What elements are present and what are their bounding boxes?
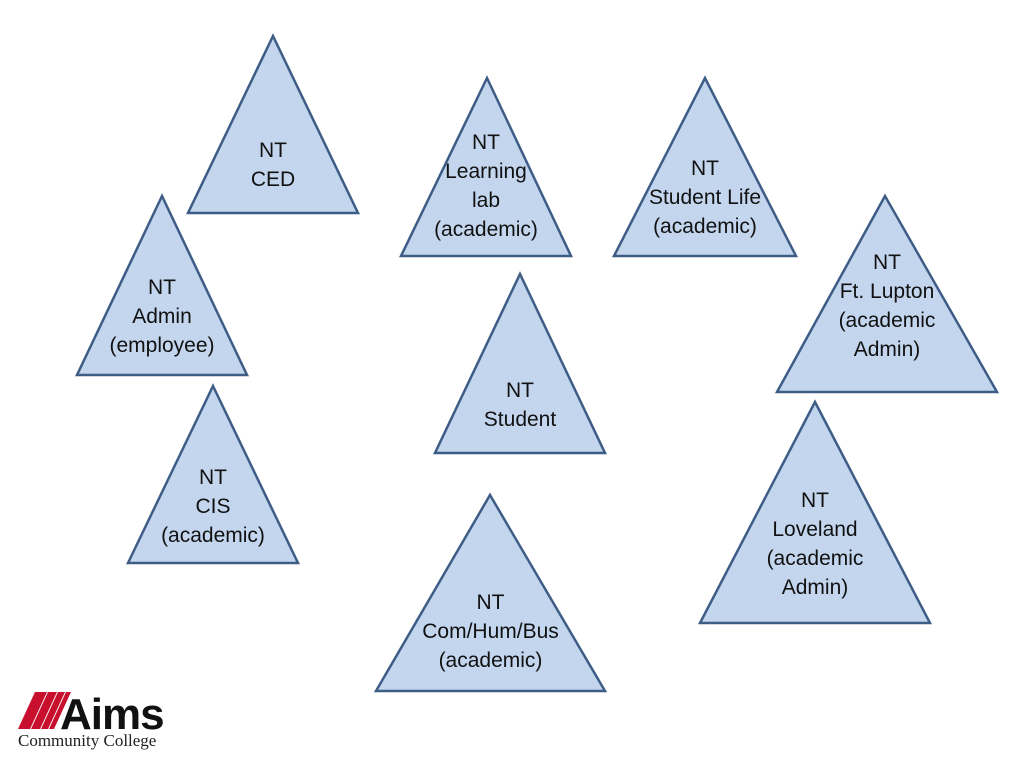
triangle-label-line: Student Life: [649, 186, 761, 209]
triangle-shape: [373, 492, 608, 693]
triangles-layer: NT CED NT Learning lab (academic) NT Student Li…: [75, 33, 1000, 693]
triangle-label-line: NT: [259, 139, 287, 162]
triangle-label-line: NT: [873, 251, 901, 274]
triangle-label-line: NT: [477, 591, 505, 614]
triangle-label-line: NT: [472, 131, 500, 154]
triangle-ced: NT CED: [186, 33, 360, 215]
triangle-admin: NT Admin (employee): [75, 193, 249, 377]
triangle-label-line: Admin: [132, 305, 192, 328]
triangle-label-line: NT: [691, 157, 719, 180]
triangle-label-line: NT: [506, 379, 534, 402]
triangle-label-line: NT: [199, 466, 227, 489]
triangle-label-line: (academic): [653, 215, 757, 238]
triangle-label-line: CIS: [195, 495, 230, 518]
triangle-shape: [697, 399, 933, 625]
triangle-label-line: lab: [472, 189, 500, 212]
triangle-shape: [611, 75, 799, 258]
triangle-com-hum-bus: NT Com/Hum/Bus (academic): [373, 492, 608, 693]
triangle-shape: [75, 193, 249, 377]
triangle-label-line: Com/Hum/Bus: [422, 620, 559, 643]
triangle-label-line: Student: [484, 408, 557, 431]
logo-wordmark: Aims: [60, 690, 164, 739]
triangle-label-line: NT: [801, 489, 829, 512]
aims-logo: Aims Community College: [18, 690, 165, 750]
logo-swoosh-icon: [18, 692, 71, 729]
triangle-cis: NT CIS (academic): [126, 383, 300, 565]
triangle-student: NT Student: [433, 271, 607, 455]
triangle-label-line: (academic: [767, 547, 864, 570]
triangle-label-line: Learning: [445, 160, 527, 183]
triangle-label-line: Ft. Lupton: [840, 280, 935, 303]
triangle-shape: [126, 383, 300, 565]
triangle-label-line: CED: [251, 168, 295, 191]
triangle-shape: [774, 193, 1000, 394]
triangle-label-line: Admin): [782, 576, 849, 599]
triangle-label-line: Loveland: [772, 518, 857, 541]
triangle-label-line: (academic): [434, 218, 538, 241]
triangle-student-life: NT Student Life (academic): [611, 75, 799, 258]
triangle-label-line: (academic: [839, 309, 936, 332]
triangle-shape: [433, 271, 607, 455]
logo-subtitle: Community College: [18, 731, 156, 750]
triangle-label-line: Admin): [854, 338, 921, 361]
triangle-label-line: (academic): [439, 649, 543, 672]
triangle-label-line: (academic): [161, 524, 265, 547]
triangle-label-line: (employee): [109, 334, 214, 357]
triangle-shape: [186, 33, 360, 215]
triangle-shape: [399, 75, 573, 258]
triangle-learning-lab: NT Learning lab (academic): [399, 75, 573, 258]
triangle-label-line: NT: [148, 276, 176, 299]
